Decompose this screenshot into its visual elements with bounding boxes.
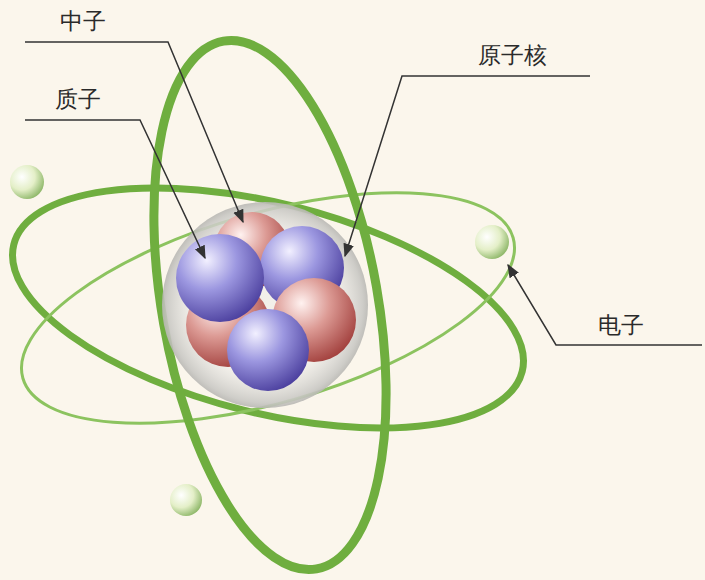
part-label: 中子 [60,10,106,33]
proton [227,309,309,391]
part-label: 电子 [598,314,644,337]
electron [170,484,202,516]
part-label: 原子核 [478,44,547,67]
orbit [117,22,423,580]
leader-line [25,42,243,222]
electron [10,165,44,199]
leader-line [508,265,702,345]
orbit [0,146,539,469]
leader-line [345,76,590,256]
proton [176,234,264,322]
leader-line [25,120,205,258]
part-label: 质子 [55,88,101,111]
electron [475,225,509,259]
orbit [0,143,548,474]
